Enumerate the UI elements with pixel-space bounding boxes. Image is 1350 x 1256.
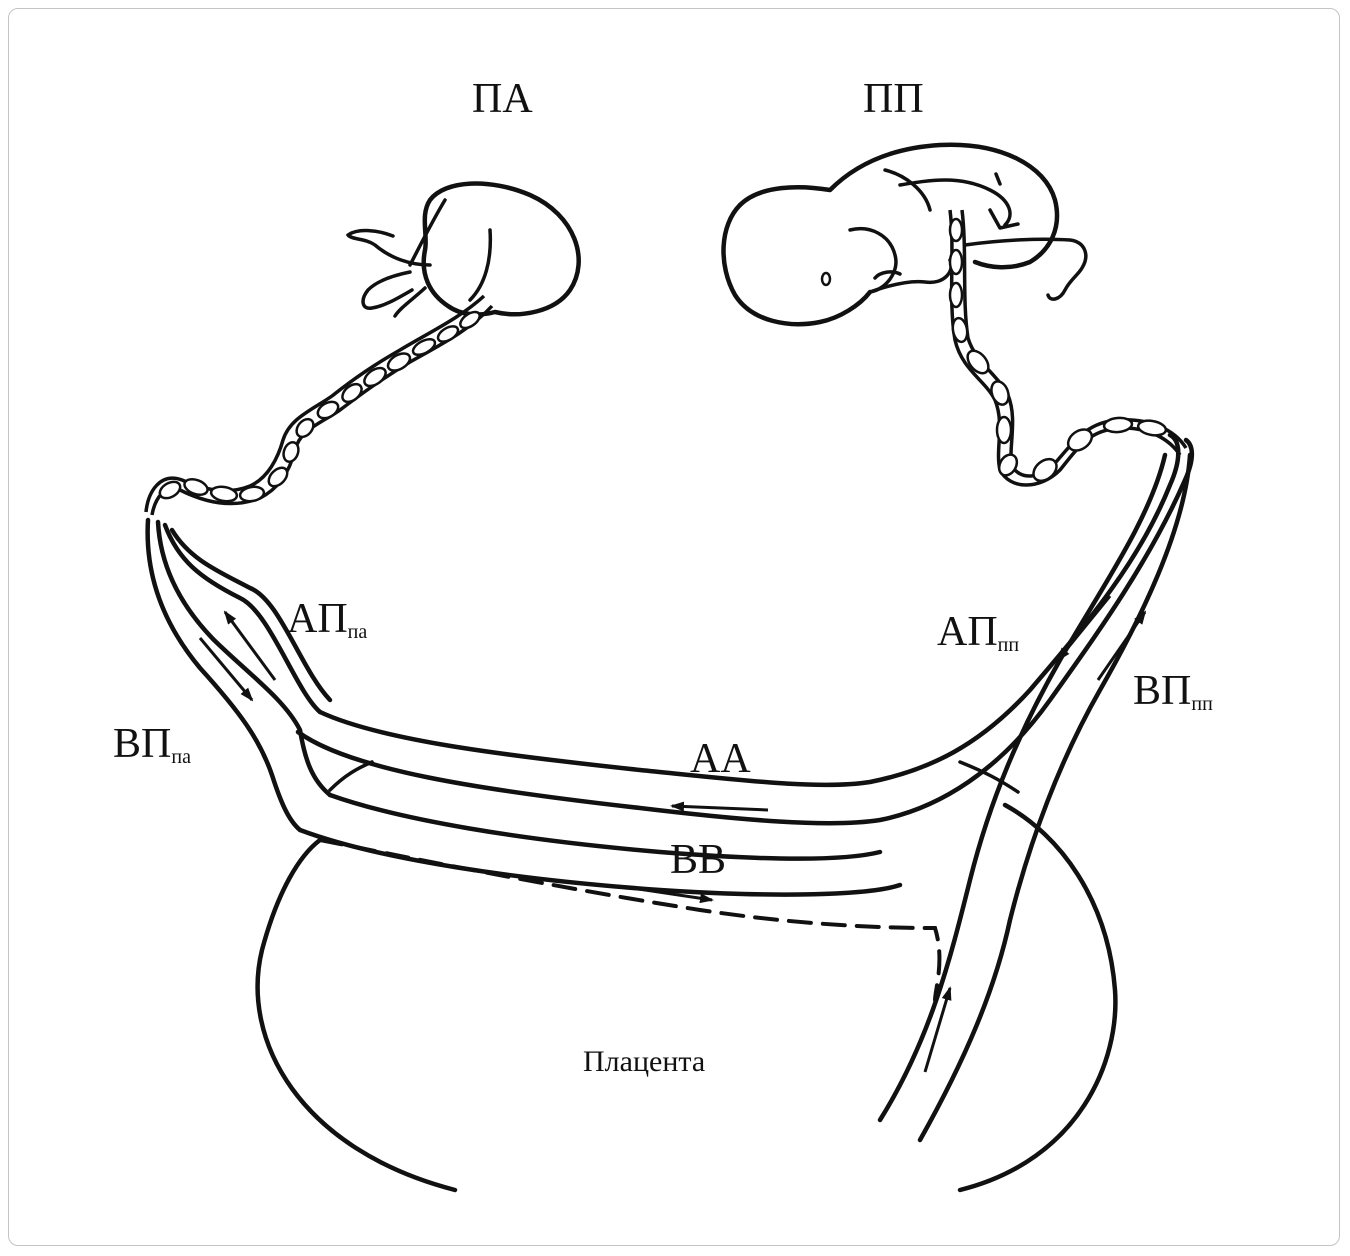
label-vp-pp: ВПпп	[1133, 668, 1213, 715]
placenta-outline-left	[258, 840, 455, 1190]
arrow-ap-pa	[225, 612, 275, 680]
placenta-outline-top-left	[330, 762, 372, 790]
vein-pump-left	[880, 455, 1165, 1120]
label-vp-pa: ВПпа	[113, 721, 191, 768]
label-vp-pp-sub: пп	[1191, 693, 1213, 715]
label-pp: ПП	[863, 76, 924, 122]
pump-twin	[724, 145, 1086, 324]
label-vp-pa-main: ВП	[113, 721, 171, 767]
acardiac-umbilical-cord	[146, 296, 492, 515]
placental-dashed-vessel	[320, 840, 939, 1000]
label-ap-pa-sub: па	[348, 621, 368, 643]
vein-pump-right	[920, 455, 1190, 1140]
label-ap-pp-sub: пп	[998, 634, 1020, 656]
label-ap-pa: АПпа	[287, 596, 367, 643]
label-vv: ВВ	[670, 837, 726, 883]
label-aa: АА	[690, 736, 751, 782]
vv-anastomosis-bottom	[300, 830, 900, 895]
label-ap-pa-main: АП	[287, 596, 348, 642]
label-ap-pp-main: АП	[937, 609, 998, 655]
label-vp-pa-sub: па	[171, 746, 191, 768]
label-pa: ПА	[472, 76, 533, 122]
vein-acardiac-outer	[148, 520, 300, 830]
pump-umbilical-cord	[950, 210, 1186, 485]
aa-anastomosis-top	[320, 435, 1178, 785]
arrow-aa	[672, 806, 768, 810]
label-vp-pp-main: ВП	[1133, 668, 1191, 714]
label-ap-pp: АПпп	[937, 609, 1019, 656]
acardiac-twin	[348, 184, 579, 316]
label-placenta: Плацента	[583, 1045, 705, 1078]
placenta-outline-right	[960, 805, 1115, 1190]
